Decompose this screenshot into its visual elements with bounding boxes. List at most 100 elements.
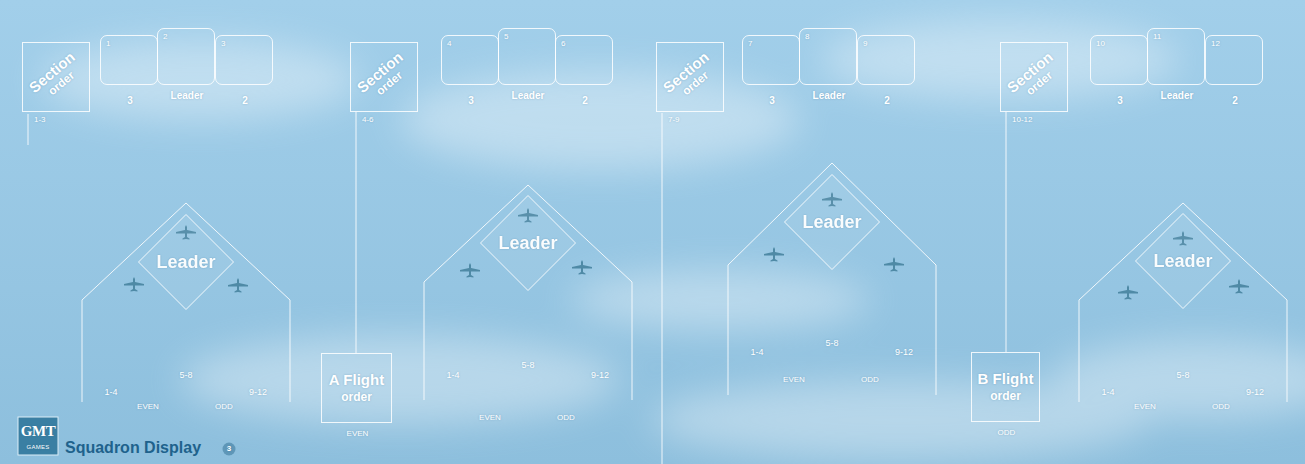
section-tail-line (28, 114, 29, 145)
publisher-logo-text: GMT (21, 424, 55, 439)
slot-position-label: 2 (884, 96, 890, 106)
parity-label: EVEN (783, 376, 805, 384)
slot-number: 2 (163, 33, 167, 41)
formation-range-label: 1-4 (446, 371, 459, 380)
aircraft-slot-box: 5Leader (498, 28, 556, 85)
publisher-logo-box (18, 417, 58, 455)
flight-link-line (356, 112, 357, 353)
aircraft-slot-box: 92 (857, 35, 915, 85)
slot-number: 4 (447, 40, 451, 48)
leader-diamond: Leader (784, 174, 880, 270)
slot-number: 8 (805, 33, 809, 41)
formation-range-label: 5-8 (521, 361, 534, 370)
flight-subtitle: order (990, 389, 1021, 404)
parity-label: EVEN (1134, 403, 1156, 411)
aircraft-silhouette (572, 260, 592, 275)
section-range-label: 7-9 (668, 116, 680, 124)
cloud (180, 335, 620, 425)
display-title: Squadron Display (65, 440, 201, 456)
rotated-label-group: Sectionorder (354, 49, 414, 105)
slot-number: 7 (748, 40, 752, 48)
formation-range-label: 9-12 (249, 388, 267, 397)
publisher-logo-subtext: GAMES (26, 444, 49, 450)
slot-number: 1 (106, 40, 110, 48)
aircraft-slot-box: 8Leader (799, 28, 857, 85)
formation-range-label: 1-4 (1101, 388, 1114, 397)
slot-position-label: 3 (468, 96, 474, 106)
section-range-label: 10-12 (1012, 116, 1032, 124)
diamond-outline (481, 196, 576, 291)
parity-label: ODD (1212, 403, 1230, 411)
aircraft-silhouette (1229, 279, 1249, 294)
formation-range-label: 5-8 (179, 371, 192, 380)
slot-number: 12 (1211, 40, 1220, 48)
formation-range-label: 9-12 (1246, 388, 1264, 397)
slot-position-label: Leader (813, 91, 846, 101)
formation-range-label: 9-12 (591, 371, 609, 380)
aircraft-silhouette (1118, 285, 1138, 300)
flight-heading: B Flight (978, 370, 1034, 389)
leader-diamond: Leader (480, 195, 576, 291)
aircraft-slot-box: 103 (1090, 35, 1148, 85)
cloud (40, 40, 360, 120)
slot-position-label: 3 (1117, 96, 1123, 106)
parity-label: EVEN (479, 414, 501, 422)
formation-range-label: 1-4 (104, 388, 117, 397)
formation-range-label: 9-12 (895, 348, 913, 357)
section-range-label: 4-6 (362, 116, 374, 124)
diamond-outline (1136, 214, 1231, 309)
section-tail-line (662, 113, 663, 464)
slot-position-label: Leader (512, 91, 545, 101)
section-range-label: 1-3 (34, 116, 46, 124)
slot-position-label: Leader (171, 91, 204, 101)
section-order-box: Sectionorder1-3 (22, 42, 90, 112)
cloud-group (40, 20, 1305, 460)
aircraft-slot-box: 62 (555, 35, 613, 85)
aircraft-silhouette (764, 247, 784, 262)
slot-position-label: 2 (582, 96, 588, 106)
flight-parity-label: ODD (998, 429, 1016, 437)
slot-position-label: 3 (127, 96, 133, 106)
slot-number: 3 (221, 40, 225, 48)
leader-label: Leader (498, 234, 557, 252)
leader-diamond: Leader (1135, 213, 1231, 309)
formation-chevron: 1-4 5-8 9-12EVEN ODD Leader (1079, 203, 1287, 417)
leader-label: Leader (1153, 252, 1212, 270)
leader-label: Leader (802, 213, 861, 231)
flight-order-box: A FlightorderEVEN (321, 353, 392, 423)
formation-range-label: 5-8 (825, 339, 838, 348)
aircraft-slot-box: 122 (1205, 35, 1263, 85)
aircraft-slot-box: 13 (100, 35, 158, 85)
formation-range-label: 5-8 (1176, 371, 1189, 380)
formation-range-label: 1-4 (750, 348, 763, 357)
aircraft-silhouette (124, 277, 144, 292)
leader-diamond: Leader (138, 214, 234, 310)
section-order-box: Sectionorder7-9 (656, 42, 724, 112)
slot-position-label: 2 (242, 96, 248, 106)
slot-number: 10 (1096, 40, 1105, 48)
page-number-badge (223, 443, 236, 456)
slot-number: 6 (561, 40, 565, 48)
chevron-outline (82, 203, 290, 402)
section-order-box: Sectionorder4-6 (350, 42, 418, 112)
aircraft-slot-box: 2Leader (157, 28, 215, 85)
flight-parity-label: EVEN (347, 430, 369, 438)
slot-number: 11 (1153, 33, 1161, 41)
aircraft-slot-box: 32 (215, 35, 273, 85)
leader-label: Leader (156, 253, 215, 271)
section-order-box: Sectionorder10-12 (1000, 42, 1068, 112)
aircraft-slot-box: 43 (441, 35, 499, 85)
aircraft-silhouette (460, 263, 480, 278)
rotated-label-group: Sectionorder (1004, 49, 1064, 105)
slot-number: 5 (504, 33, 508, 41)
cloud (570, 270, 870, 330)
formation-chevron: 1-4 5-8 9-12EVEN ODD Leader (728, 163, 936, 397)
slot-position-label: 3 (769, 96, 775, 106)
flight-label-group: B Flightorder (972, 353, 1039, 421)
parity-label: EVEN (137, 403, 159, 411)
parity-label: ODD (861, 376, 879, 384)
